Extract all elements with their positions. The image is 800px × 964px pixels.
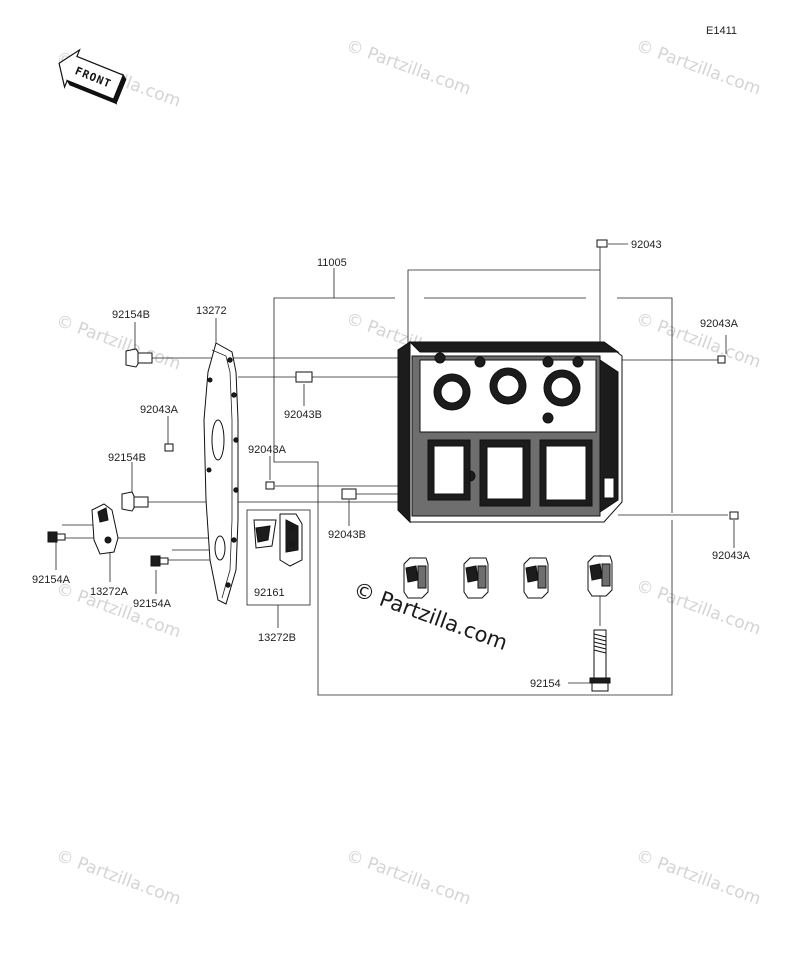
watermark: © Partzilla.com bbox=[633, 846, 763, 910]
cover-gasket-13272 bbox=[203, 342, 239, 605]
part-labels: 11005 92043 92043A 92043A 92154B 13272 9… bbox=[32, 239, 751, 690]
label-13272A: 13272A bbox=[90, 586, 129, 598]
watermark: © Partzilla.com bbox=[53, 846, 183, 910]
label-92043A: 92043A bbox=[248, 444, 287, 456]
label-92154A: 92154A bbox=[32, 574, 71, 586]
crankcase-11005 bbox=[397, 341, 623, 524]
label-13272B: 13272B bbox=[258, 632, 296, 644]
watermark: © Partzilla.com bbox=[633, 36, 763, 100]
label-92043: 92043 bbox=[631, 239, 662, 251]
bolt-92154 bbox=[589, 629, 611, 692]
label-92154A: 92154A bbox=[133, 598, 172, 610]
assembly-bracket-lines bbox=[55, 244, 735, 696]
label-92154B: 92154B bbox=[108, 452, 146, 464]
label-92043A: 92043A bbox=[140, 404, 179, 416]
watermark: © Partzilla.com bbox=[343, 36, 473, 100]
dowel-pins-and-bolts bbox=[47, 239, 739, 567]
bearing-caps bbox=[403, 555, 613, 599]
label-11005: 11005 bbox=[317, 257, 347, 269]
diagram-code: E1411 bbox=[706, 25, 737, 37]
label-92043B: 92043B bbox=[328, 529, 366, 541]
label-92154: 92154 bbox=[530, 678, 561, 690]
front-arrow-icon: FRONT bbox=[58, 48, 127, 105]
watermark: © Partzilla.com bbox=[633, 309, 763, 373]
watermark: © Partzilla.com bbox=[343, 846, 473, 910]
label-92043B: 92043B bbox=[284, 409, 322, 421]
label-92043A: 92043A bbox=[700, 318, 739, 330]
watermark: © Partzilla.com bbox=[633, 576, 763, 640]
label-92154B: 92154B bbox=[112, 309, 150, 321]
label-13272: 13272 bbox=[196, 305, 227, 317]
label-92161: 92161 bbox=[254, 587, 285, 599]
label-92043A: 92043A bbox=[712, 550, 751, 562]
